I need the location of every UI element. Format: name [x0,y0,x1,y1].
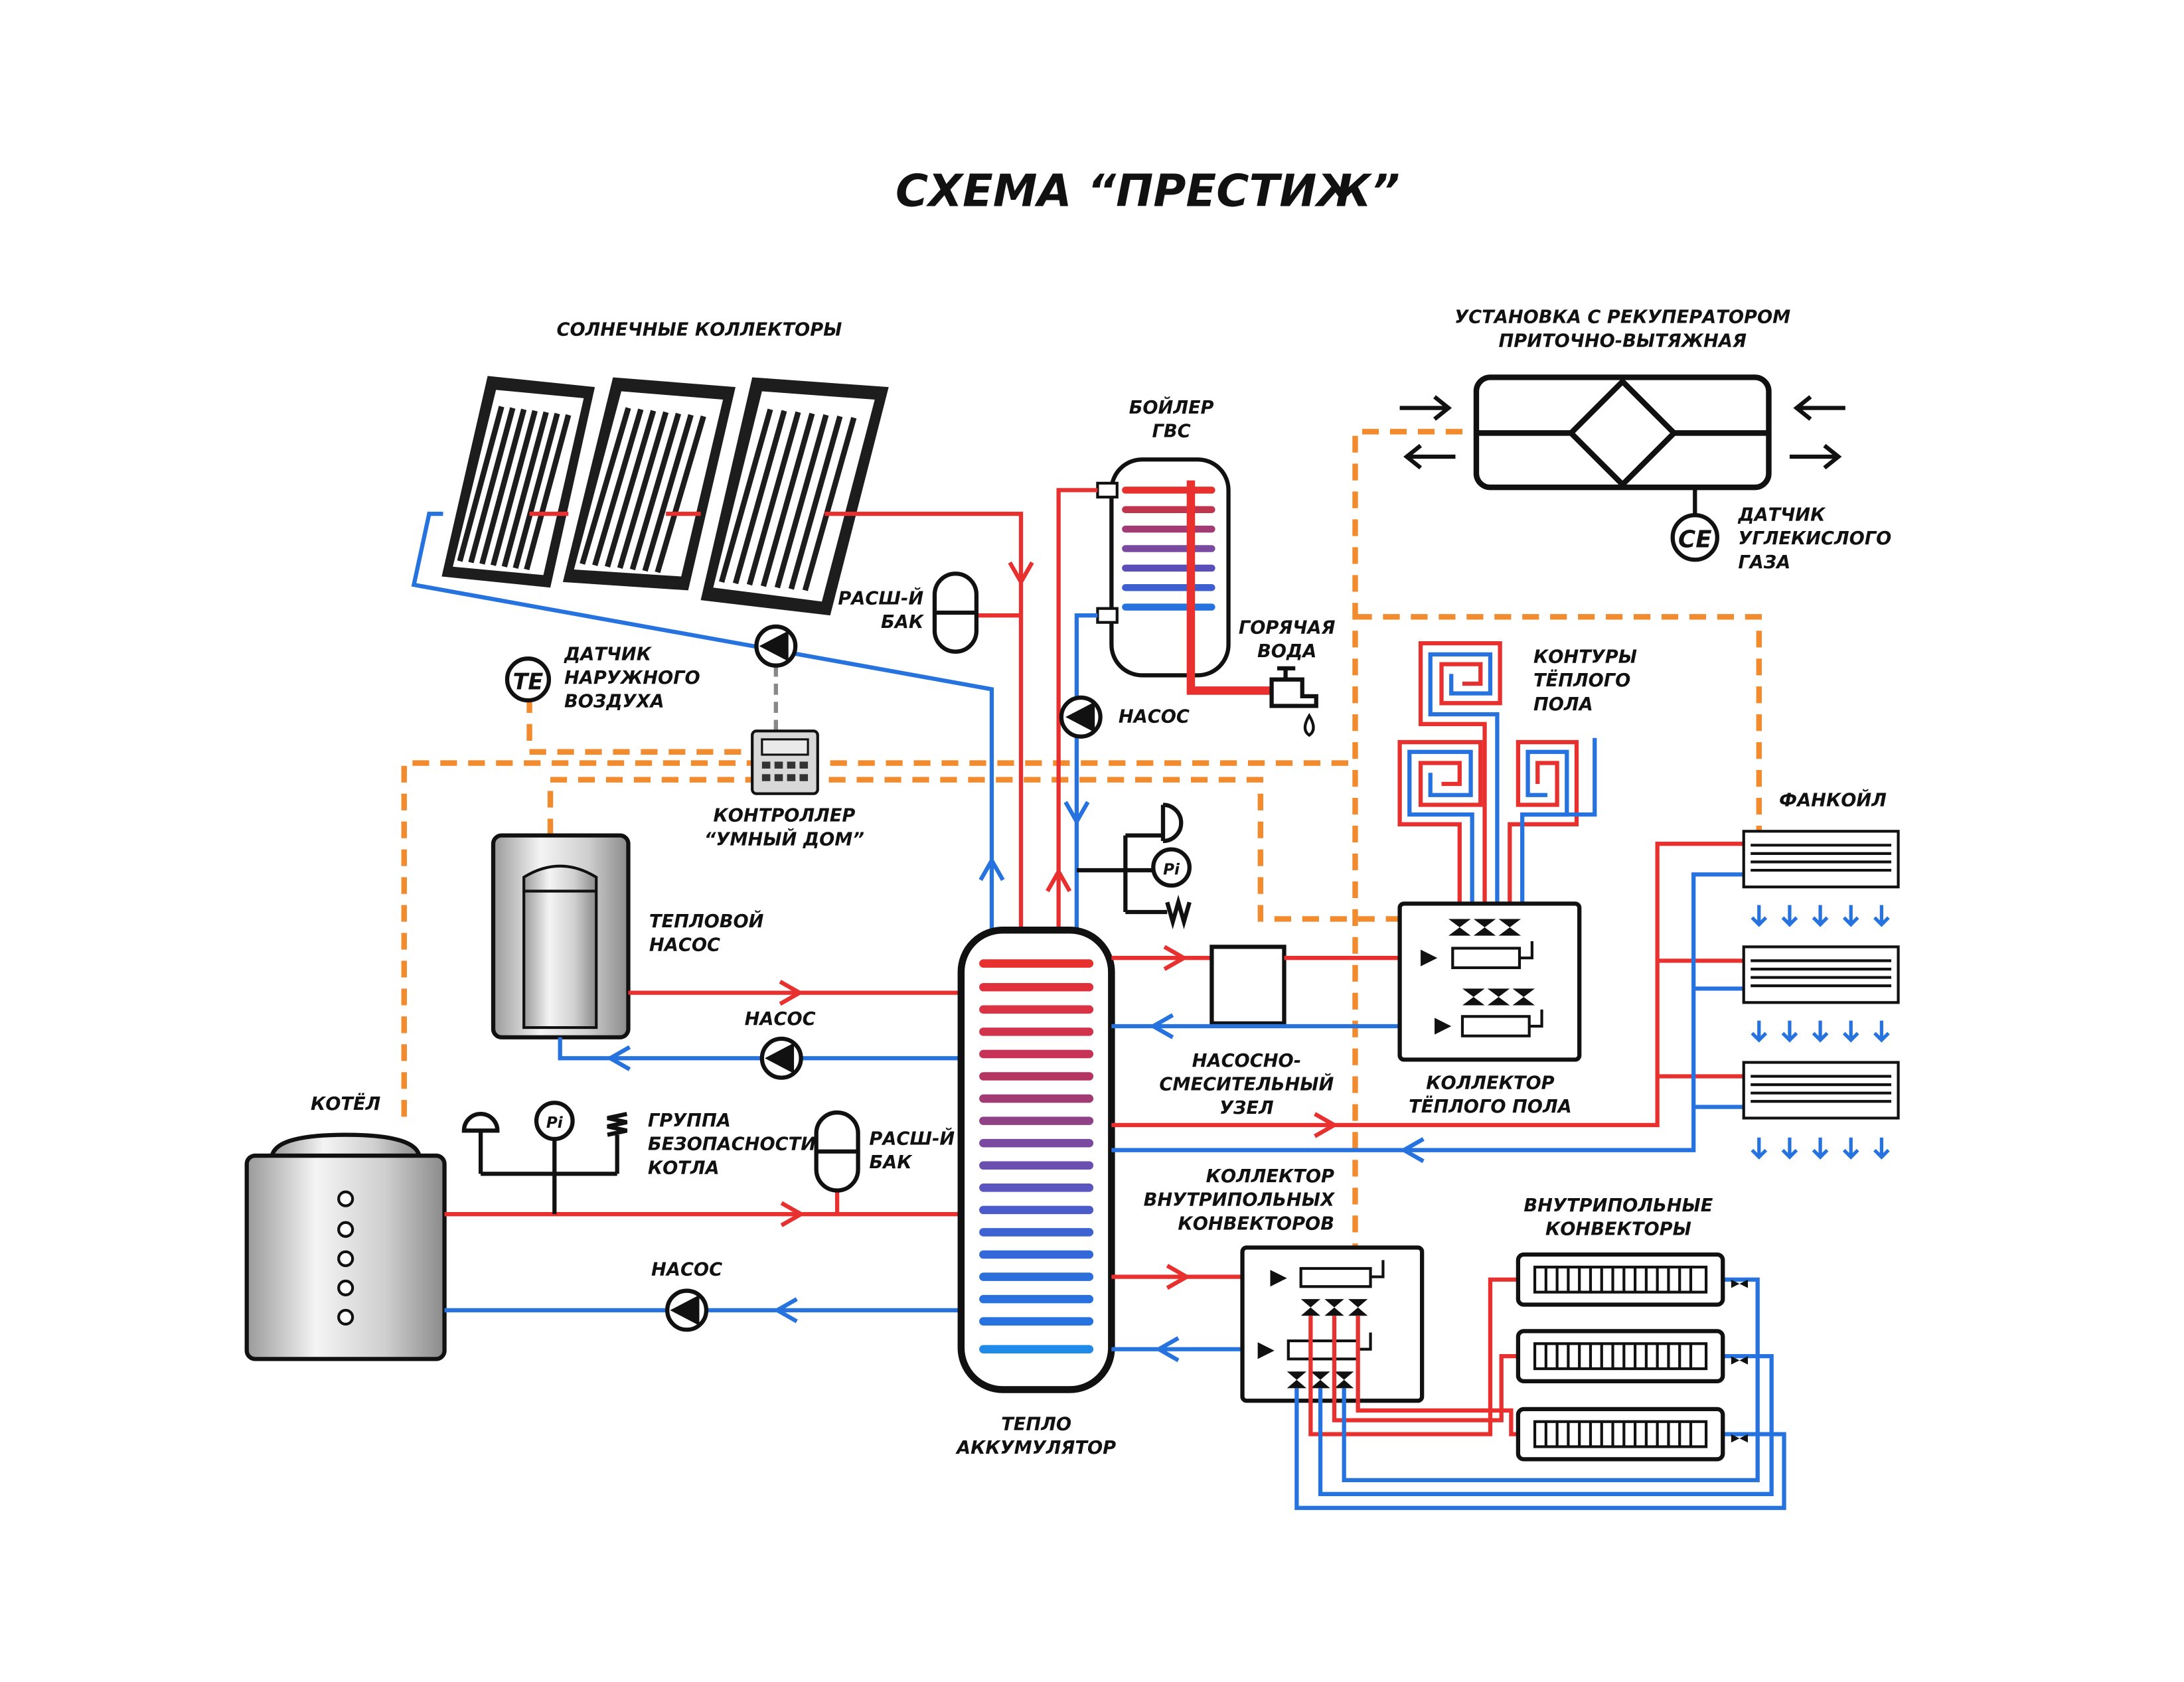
dhw-boiler-label-1: БОЙЛЕР [1129,397,1214,418]
control-lines [401,429,1762,1247]
co2-sensor-label-3: ГАЗА [1738,552,1790,573]
expansion-tank-mid-label-2: БАК [869,1152,913,1173]
accumulator-safety-group: Pi [1076,803,1192,930]
fancoil-label: ФАНКОЙЛ [1779,790,1887,811]
recuperator-label-1: УСТАНОВКА С РЕКУПЕРАТОРОМ [1454,307,1790,328]
heat-pump-label-2: НАСОС [649,935,720,956]
outdoor-sensor-label-2: НАРУЖНОГО [564,668,700,688]
solar-pump [754,624,798,668]
solar-panel-3 [700,377,889,616]
dhw-boiler: БОЙЛЕР ГВС [1046,397,1275,931]
kotel-label: КОТЁЛ [311,1093,381,1114]
heat-pump-label-1: ТЕПЛОВОЙ [649,911,764,932]
accumulator-pressure-symbol: Pi [1163,861,1180,878]
outdoor-sensor: TE ДАТЧИК НАРУЖНОГО ВОЗДУХА [505,644,700,712]
floor-circuits-label-2: ТЁПЛОГО [1533,670,1630,691]
floor-manifold-label-1: КОЛЛЕКТОР [1426,1073,1554,1093]
accumulator-coil [979,959,1094,1353]
floor-circuits-label-3: ПОЛА [1533,694,1593,715]
mixing-unit-label-1: НАСОСНО- [1192,1051,1301,1071]
safety-group-label-3: КОТЛА [648,1158,720,1178]
expansion-tank-mid: РАСШ-Й БАК [814,1110,955,1215]
outdoor-sensor-label-3: ВОЗДУХА [564,692,664,712]
accumulator-label-2: АККУМУЛЯТОР [955,1438,1116,1458]
solar-panel-1 [441,376,595,588]
expansion-tank-mid-label-1: РАСШ-Й [869,1128,955,1149]
fancoil-unit-2 [1742,945,1900,1004]
floor-convectors: ВНУТРИПОЛЬНЫЕ КОНВЕКТОРЫ [1294,1195,1786,1510]
kotel-safety-group: Pi ГРУППА БЕЗОПАСНОСТИ КОТЛА [461,1101,816,1215]
controller-label-2: “УМНЫЙ ДОМ” [704,828,864,850]
solar-panel-2 [562,377,736,591]
hot-water-tap: ГОРЯЧАЯ ВОДА [1239,617,1336,737]
floor-convector-2 [1516,1329,1749,1384]
kotel-pressure-symbol: Pi [546,1114,564,1132]
dhw-pump: НАСОС [1059,695,1190,739]
heat-pump-pump-label: НАСОС [745,1009,816,1030]
kotel: КОТЁЛ НАСОС [244,1093,961,1361]
convector-manifold-label-1: КОЛЛЕКТОР [1206,1166,1334,1187]
convector-manifold: КОЛЛЕКТОР ВНУТРИПОЛЬНЫХ КОНВЕКТОРОВ [1111,1166,1425,1403]
recuperator-label-2: ПРИТОЧНО-ВЫТЯЖНАЯ [1498,331,1746,351]
expansion-tank-top: РАСШ-Й БАК [838,572,979,654]
co2-symbol: CE [1678,526,1712,553]
convector-manifold-label-3: КОНВЕКТОРОВ [1178,1213,1334,1234]
hot-water-label-2: ВОДА [1257,641,1316,662]
floor-convector-3 [1516,1407,1749,1462]
controller-label-1: КОНТРОЛЛЕР [713,806,855,826]
solar-collectors: СОЛНЕЧНЫЕ КОЛЛЕКТОРЫ [441,320,889,616]
accumulator-label-1: ТЕПЛО [1001,1414,1071,1434]
floor-manifold-label-2: ТЁПЛОГО ПОЛА [1409,1096,1572,1117]
floor-manifold: КОЛЛЕКТОР ТЁПЛОГО ПОЛА [1397,901,1582,1117]
outdoor-sensor-symbol: TE [513,668,544,694]
floor-heating-circuits: КОНТУРЫ ТЁПЛОГО ПОЛА [1397,641,1637,931]
safety-group-label-2: БЕЗОПАСНОСТИ [648,1134,816,1155]
co2-sensor-label-1: ДАТЧИК [1737,505,1826,526]
fancoil-unit-1 [1742,830,1900,889]
fancoil-airflow-arrows [1751,905,1890,1160]
fancoils: ФАНКОЙЛ [1111,790,1900,1164]
diagram-title: СХЕМА “ПРЕСТИЖ” [896,165,1400,216]
hot-water-label-1: ГОРЯЧАЯ [1239,617,1336,638]
floor-convector-1 [1516,1252,1749,1307]
kotel-pump-label: НАСОС [651,1259,722,1280]
heat-pump: ТЕПЛОВОЙ НАСОС НАСОС [491,833,961,1080]
heat-accumulator: ТЕПЛО АККУМУЛЯТОР [955,927,1116,1458]
mixing-unit-label-3: УЗЕЛ [1219,1098,1274,1118]
convector-manifold-label-2: ВНУТРИПОЛЬНЫХ [1144,1190,1336,1211]
solar-collectors-label: СОЛНЕЧНЫЕ КОЛЛЕКТОРЫ [556,320,842,341]
fancoil-unit-3 [1742,1061,1900,1120]
floor-convectors-label-2: КОНВЕКТОРЫ [1545,1219,1691,1240]
mixing-unit: НАСОСНО- СМЕСИТЕЛЬНЫЙ УЗЕЛ [1111,945,1449,1118]
mixing-unit-label-2: СМЕСИТЕЛЬНЫЙ [1159,1073,1334,1095]
outdoor-sensor-label-1: ДАТЧИК [564,644,653,664]
dhw-pump-label: НАСОС [1119,707,1190,727]
safety-group-label-1: ГРУППА [648,1110,731,1131]
smart-home-controller: КОНТРОЛЛЕР “УМНЫЙ ДОМ” [704,729,864,850]
floor-convectors-label-1: ВНУТРИПОЛЬНЫЕ [1523,1195,1713,1216]
dhw-boiler-label-2: ГВС [1152,421,1190,442]
floor-circuits-label-1: КОНТУРЫ [1533,647,1637,667]
expansion-tank-top-label-2: БАК [881,612,925,633]
expansion-tank-top-label-1: РАСШ-Й [838,587,923,609]
co2-sensor-label-2: УГЛЕКИСЛОГО [1738,528,1891,549]
solar-loop-pipes [411,511,1034,931]
recuperator-unit: УСТАНОВКА С РЕКУПЕРАТОРОМ ПРИТОЧНО-ВЫТЯЖ… [1399,307,1891,573]
